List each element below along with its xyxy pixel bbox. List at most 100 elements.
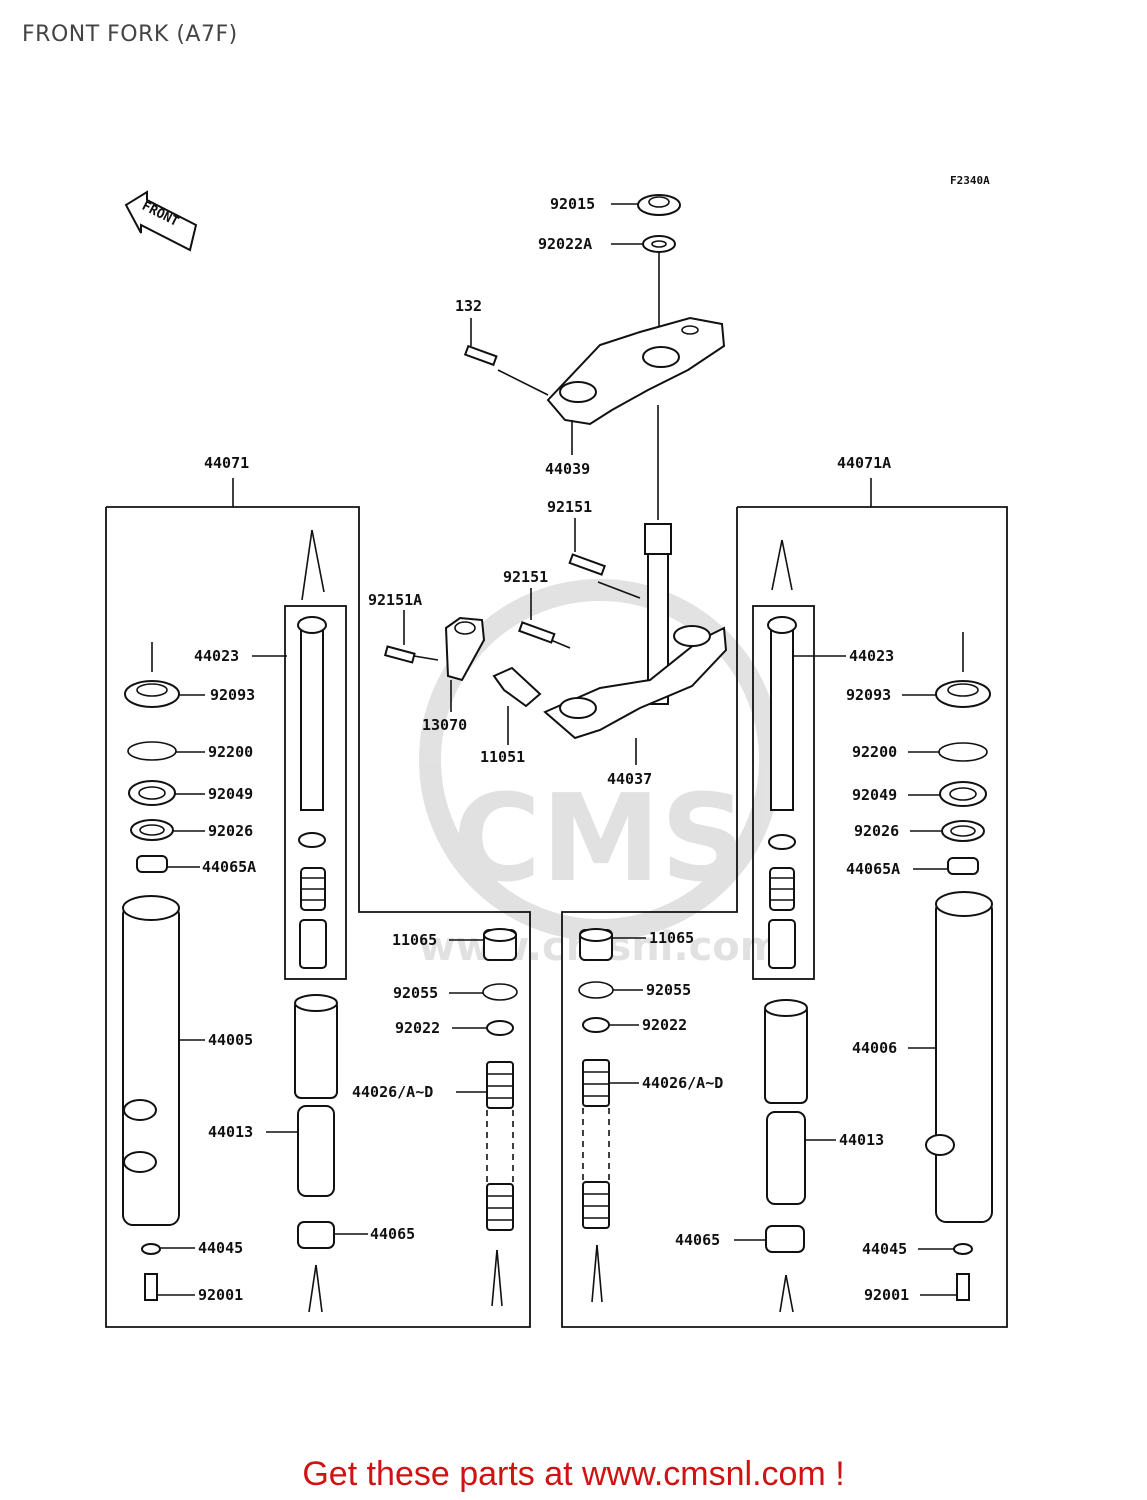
label-44039: 44039: [545, 460, 590, 478]
right-damper-44013-icon: [766, 1111, 806, 1205]
label-right-11065: 11065: [649, 929, 694, 947]
left-outer-tube-44005-icon: [122, 895, 180, 1226]
left-spring-short-icon: [300, 867, 326, 911]
label-right-92049: 92049: [852, 786, 897, 804]
steering-stem-icon: [644, 523, 672, 705]
left-oring-92055-icon: [482, 983, 518, 1001]
right-washer-92026-icon: [941, 820, 985, 842]
label-left-44026: 44026/A~D: [352, 1083, 433, 1101]
left-clip-92200-icon: [127, 741, 177, 761]
label-right-44065a: 44065A: [846, 860, 900, 878]
diagram-code: F2340A: [950, 174, 990, 187]
right-bolt-92001-icon: [956, 1273, 970, 1301]
label-right-92022: 92022: [642, 1016, 687, 1034]
label-left-92049: 92049: [208, 785, 253, 803]
label-right-92055: 92055: [646, 981, 691, 999]
left-cap-92093-icon: [124, 680, 180, 708]
left-piston-icon: [299, 919, 327, 969]
right-clip-92200-icon: [938, 742, 988, 762]
left-washer-44045-icon: [141, 1243, 161, 1255]
label-92151a: 92151A: [368, 591, 422, 609]
label-44071a: 44071A: [837, 454, 891, 472]
label-left-44065: 44065: [370, 1225, 415, 1243]
right-oring-92055-icon: [578, 981, 614, 999]
right-outer-tube-44006-icon: [925, 891, 993, 1223]
label-left-44013: 44013: [208, 1123, 253, 1141]
left-damper-44013-icon: [297, 1105, 335, 1197]
left-inner-tube-frame: [284, 605, 347, 980]
left-bushing-44065-icon: [297, 1221, 335, 1249]
left-ring-icon: [298, 832, 326, 848]
left-washer-92022-icon: [486, 1020, 514, 1036]
label-right-92093: 92093: [846, 686, 891, 704]
right-cap-92093-icon: [935, 680, 991, 708]
label-44037: 44037: [607, 770, 652, 788]
label-left-11065: 11065: [392, 931, 437, 949]
label-right-92026: 92026: [854, 822, 899, 840]
right-ring-icon: [768, 834, 796, 850]
front-fork-diagram: CMS www.cmsnl.com F2340A FRONT: [105, 174, 1008, 1328]
label-92151-top: 92151: [547, 498, 592, 516]
label-92015: 92015: [550, 195, 595, 213]
washer-92022a-icon: [642, 235, 676, 253]
label-right-44065: 44065: [675, 1231, 720, 1249]
right-bushing-44065a-icon: [947, 857, 979, 875]
label-right-92200: 92200: [852, 743, 897, 761]
label-left-92001: 92001: [198, 1286, 243, 1304]
left-washer-92026-icon: [130, 819, 174, 841]
bolt-92151a-icon: [383, 645, 416, 664]
left-bushing-44065a-icon: [136, 855, 168, 873]
label-92151-mid: 92151: [503, 568, 548, 586]
right-inner-tube-lower-icon: [764, 999, 808, 1104]
left-fork-assembly-frame: [105, 506, 531, 1328]
left-bolt-92001-icon: [144, 1273, 158, 1301]
right-inner-tube-frame: [752, 605, 815, 980]
right-seal-92049-icon: [939, 781, 987, 807]
left-seal-92049-icon: [128, 780, 176, 806]
label-left-92022: 92022: [395, 1019, 440, 1037]
right-fork-assembly-frame: [561, 506, 1008, 1328]
label-right-92001: 92001: [864, 1286, 909, 1304]
label-44071: 44071: [204, 454, 249, 472]
label-left-44005: 44005: [208, 1031, 253, 1049]
right-washer-44045-icon: [953, 1243, 973, 1255]
left-inner-tube-lower-icon: [294, 994, 338, 1099]
left-plug-11065-icon: [483, 928, 517, 961]
right-spring-short-icon: [769, 867, 795, 911]
left-fork-tube-44023-icon: [297, 616, 327, 811]
upper-bracket-44039-icon: [546, 316, 726, 426]
label-left-44045: 44045: [198, 1239, 243, 1257]
label-right-44006: 44006: [852, 1039, 897, 1057]
bolt-92151-mid-icon: [518, 621, 556, 644]
page-title: FRONT FORK (A7F): [22, 22, 238, 47]
lower-bracket-44037-icon: [543, 625, 728, 740]
right-fork-tube-44023-icon: [767, 616, 797, 811]
label-13070: 13070: [422, 716, 467, 734]
label-92022a: 92022A: [538, 235, 592, 253]
bolt-132-icon: [463, 344, 498, 367]
label-left-44065a: 44065A: [202, 858, 256, 876]
label-left-92055: 92055: [393, 984, 438, 1002]
label-132: 132: [455, 297, 482, 315]
svg-text:CMS: CMS: [453, 770, 747, 909]
right-washer-92022-icon: [582, 1017, 610, 1033]
right-piston-icon: [768, 919, 796, 969]
label-right-44013: 44013: [839, 1131, 884, 1149]
label-right-44045: 44045: [862, 1240, 907, 1258]
label-right-44026: 44026/A~D: [642, 1074, 723, 1092]
label-left-92026: 92026: [208, 822, 253, 840]
footer-link[interactable]: Get these parts at www.cmsnl.com !: [302, 1455, 845, 1493]
clamp-13070-icon: [444, 616, 486, 682]
label-left-92093: 92093: [210, 686, 255, 704]
label-right-44023: 44023: [849, 647, 894, 665]
bolt-92151-top-icon: [568, 553, 606, 576]
left-spring-44026-icon: [486, 1061, 514, 1231]
right-plug-11065-icon: [579, 928, 613, 961]
front-direction-arrow-icon: FRONT: [124, 190, 198, 252]
right-bushing-44065-icon: [765, 1225, 805, 1253]
nut-92015-icon: [637, 194, 681, 216]
label-11051: 11051: [480, 748, 525, 766]
label-left-44023: 44023: [194, 647, 239, 665]
right-spring-44026-icon: [582, 1059, 610, 1229]
label-left-92200: 92200: [208, 743, 253, 761]
